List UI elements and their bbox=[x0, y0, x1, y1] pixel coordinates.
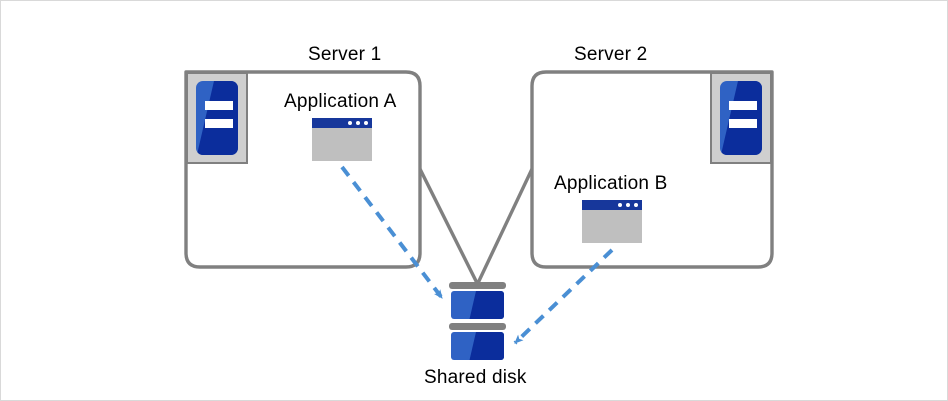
application-b-label: Application B bbox=[554, 173, 668, 194]
server-chassis-shade bbox=[720, 81, 762, 155]
disk-body bbox=[451, 332, 504, 360]
disk-body bbox=[451, 291, 504, 319]
app-window-dot bbox=[348, 121, 352, 125]
app-window-titlebar bbox=[312, 118, 372, 128]
app-window-dot bbox=[356, 121, 360, 125]
connector-server2-to-disk bbox=[476, 168, 534, 284]
access-arrow-app-b bbox=[513, 248, 614, 345]
access-arrow-app-a bbox=[340, 165, 444, 300]
server-chassis-shade bbox=[196, 81, 238, 155]
disk-cap bbox=[449, 282, 506, 289]
connector-server1-to-disk bbox=[418, 168, 479, 284]
server-slot-bar bbox=[205, 101, 233, 110]
server-chassis bbox=[196, 81, 238, 155]
app-window-dot bbox=[626, 203, 630, 207]
server-machine-icon bbox=[186, 72, 248, 164]
app-window-dot bbox=[634, 203, 638, 207]
disk-body-shade bbox=[469, 332, 504, 360]
app-window-dot bbox=[364, 121, 368, 125]
disk-cap bbox=[449, 323, 506, 330]
server-slot-bar bbox=[205, 119, 233, 128]
app-window-dot bbox=[618, 203, 622, 207]
disk-body-shade bbox=[469, 291, 504, 319]
app-window-icon bbox=[582, 200, 642, 243]
shared-disk-label: Shared disk bbox=[424, 367, 527, 388]
server-slot-bar bbox=[729, 119, 757, 128]
server-1-title: Server 1 bbox=[308, 44, 382, 65]
application-a-label: Application A bbox=[284, 91, 397, 112]
server-slot-bar bbox=[729, 101, 757, 110]
app-window-icon bbox=[312, 118, 372, 161]
shared-disk-icon bbox=[449, 282, 506, 362]
server-machine-icon bbox=[710, 72, 772, 164]
app-window-titlebar bbox=[582, 200, 642, 210]
server-2-title: Server 2 bbox=[574, 44, 648, 65]
server-2-box bbox=[530, 70, 774, 269]
server-chassis bbox=[720, 81, 762, 155]
